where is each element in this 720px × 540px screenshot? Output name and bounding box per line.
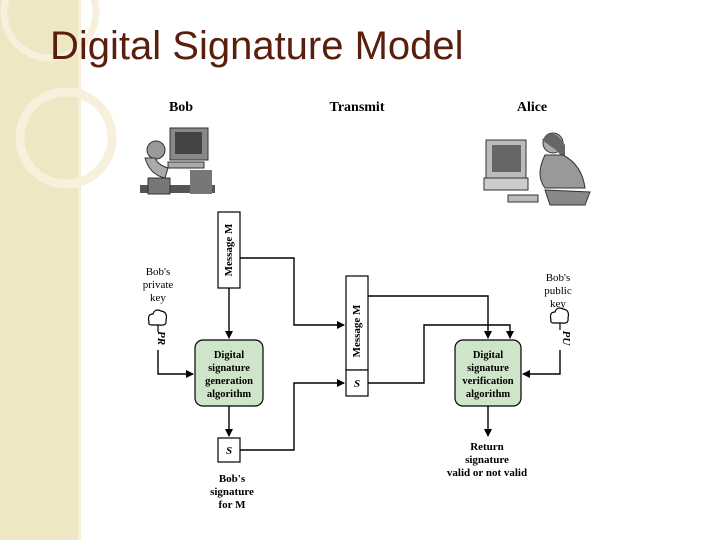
header-bob: Bob [169, 100, 193, 115]
signature-caption-2: signature [210, 486, 254, 498]
header-transmit: Transmit [330, 100, 385, 115]
public-key-icon [549, 307, 570, 330]
result-caption-2: signature [465, 454, 509, 466]
transmitted-signature-symbol: S [354, 378, 360, 390]
public-key-label-2: public [544, 285, 572, 297]
result-caption-3: valid or not valid [447, 467, 527, 479]
private-key-icon [147, 309, 168, 332]
result-caption-1: Return [470, 441, 504, 453]
generation-box-line-4: algorithm [207, 389, 252, 400]
public-key-label-1: Bob's [546, 272, 571, 284]
arrow-transmit-message-to-verification [368, 295, 492, 339]
private-key-label-1: Bob's [146, 266, 171, 278]
arrow-private-key-to-generation [157, 350, 194, 378]
decorative-stripe-edge [78, 0, 81, 540]
arrow-signature-to-transmit [240, 379, 345, 451]
message-label: Message M [223, 223, 235, 276]
verification-box-line-1: Digital [473, 350, 503, 361]
public-key-label-3: key [550, 298, 566, 310]
private-key-label-2: private [143, 279, 174, 291]
arrow-message-to-transmit [240, 257, 345, 329]
public-key-symbol: PU [560, 331, 572, 347]
flow-arrows [157, 257, 561, 451]
header-alice: Alice [517, 100, 547, 115]
verification-box-line-4: algorithm [466, 389, 511, 400]
arrow-public-key-to-verification [522, 350, 561, 378]
slide-title: Digital Signature Model [50, 24, 464, 68]
signature-caption-3: for M [219, 499, 247, 511]
generation-box-line-1: Digital [214, 350, 244, 361]
private-key-symbol: PR [155, 331, 167, 345]
transmitted-message-label: Message M [351, 304, 363, 357]
bob-computer-icon [138, 127, 218, 198]
verification-box-line-3: verification [462, 376, 513, 387]
private-key-label-3: key [150, 292, 166, 304]
signature-caption-1: Bob's [219, 473, 246, 485]
generation-box-line-2: signature [208, 363, 250, 374]
alice-computer-icon [483, 132, 591, 206]
arrow-transmit-signature-to-verification [368, 324, 514, 384]
verification-box-line-2: signature [467, 363, 509, 374]
signature-symbol: S [226, 445, 232, 457]
decorative-circles [0, 0, 117, 189]
generation-box-line-3: generation [205, 376, 253, 387]
